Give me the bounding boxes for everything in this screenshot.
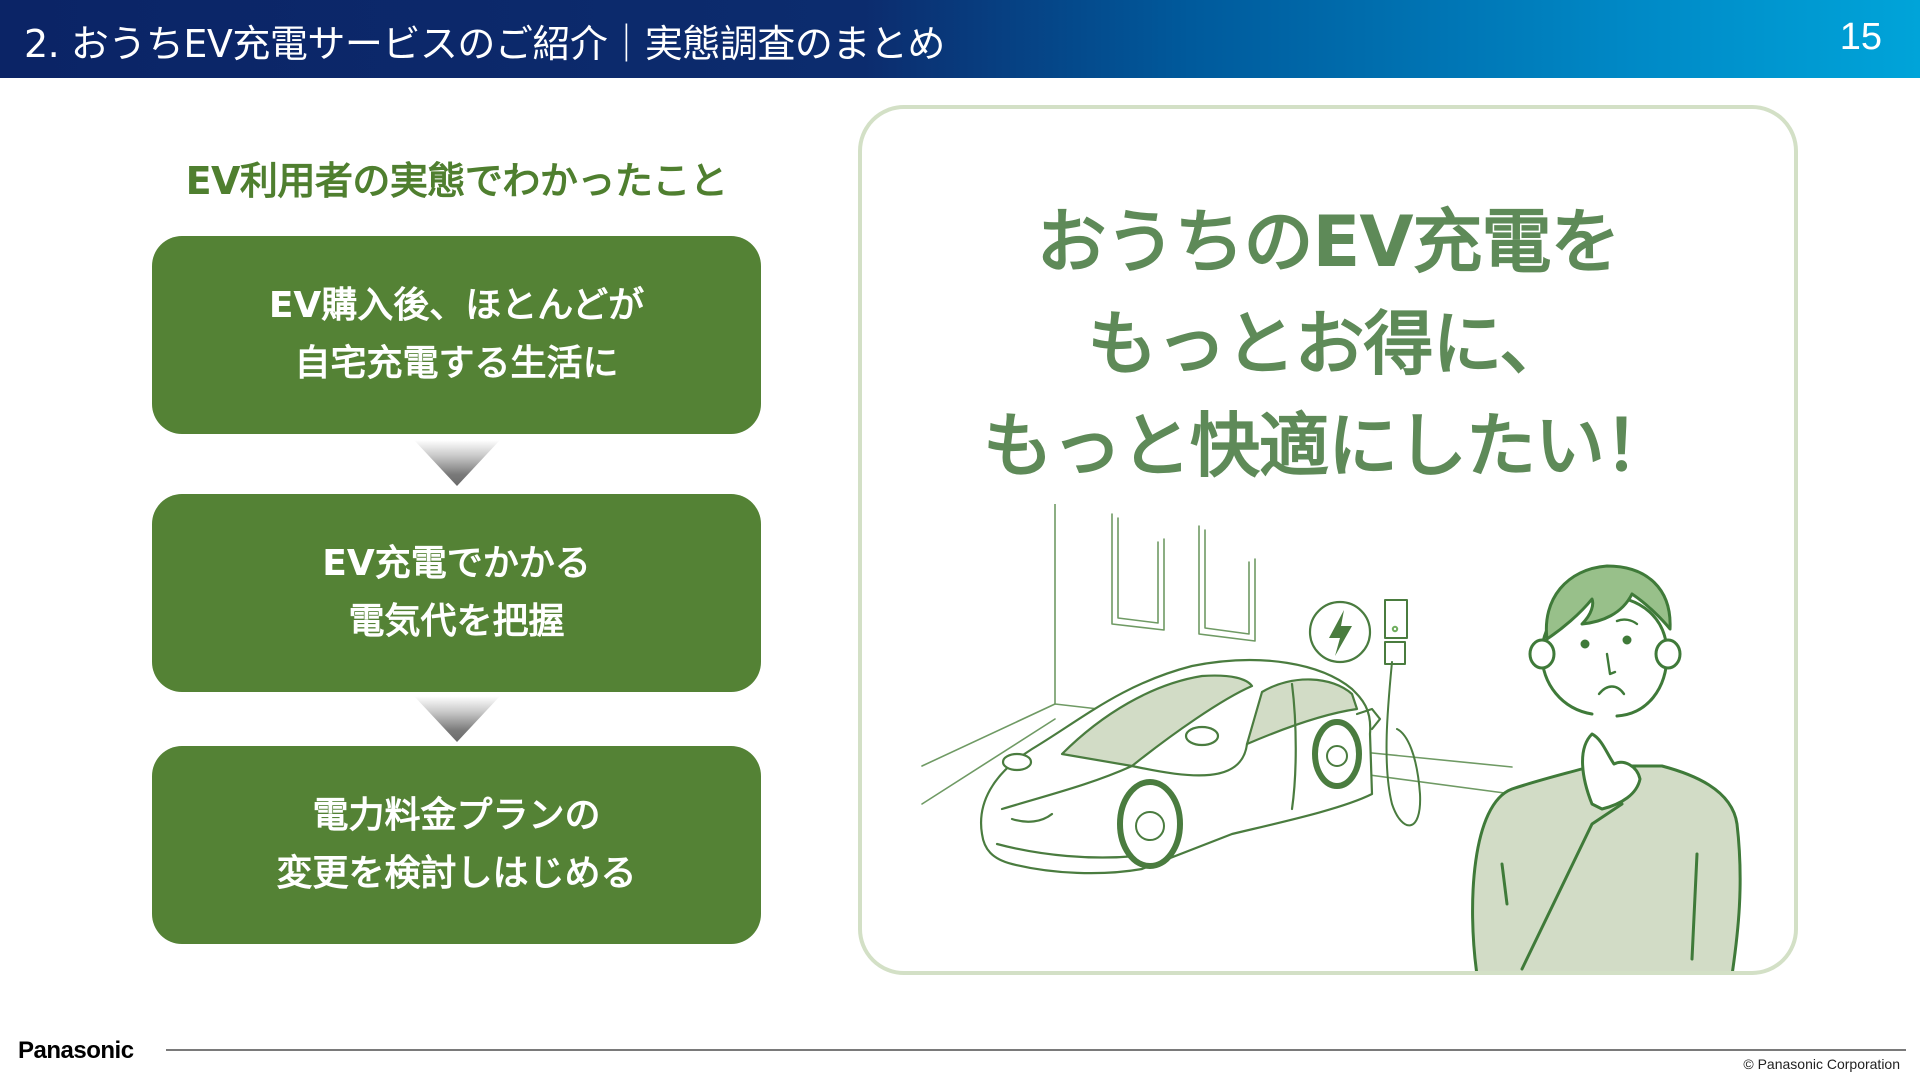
wall-charger-icon: [1384, 599, 1422, 827]
down-arrow-icon: [414, 696, 500, 742]
header-bar: 2. おうちEV充電サービスのご紹介｜実態調査のまとめ 15: [0, 0, 1920, 78]
finding-step-3: 電力料金プランの 変更を検討しはじめる: [152, 746, 761, 944]
message-panel: おうちのEV充電を もっとお得に、 もっと快適にしたい！: [858, 105, 1798, 975]
thinking-person-icon: [1471, 564, 1742, 971]
findings-heading: EV利用者の実態でわかったこと: [185, 159, 728, 203]
step-2-line-1: EV充電でかかる: [322, 543, 591, 584]
panel-message-line-3: もっと快適にしたい！: [983, 405, 1674, 487]
finding-step-1: EV購入後、ほとんどが 自宅充電する生活に: [152, 236, 761, 434]
panel-message-line-2: もっとお得に、: [1087, 303, 1570, 385]
finding-step-2: EV充電でかかる 電気代を把握: [152, 494, 761, 692]
down-arrow-icon: [414, 440, 500, 486]
panel-message-line-1: おうちのEV充電を: [1036, 201, 1621, 283]
page-number: 15: [1839, 16, 1882, 58]
step-1-line-1: EV購入後、ほとんどが: [268, 285, 645, 326]
step-3-line-2: 変更を検討しはじめる: [276, 853, 637, 894]
copyright-text: © Panasonic Corporation: [1743, 1056, 1900, 1072]
ev-home-charging-illustration: [921, 504, 1742, 971]
car-icon: [980, 658, 1382, 875]
step-2-line-2: 電気代を把握: [348, 601, 565, 642]
footer-divider: [166, 1049, 1906, 1051]
page-title: 2. おうちEV充電サービスのご紹介｜実態調査のまとめ: [24, 22, 945, 66]
step-3-line-1: 電力料金プランの: [312, 795, 601, 836]
panasonic-logo: Panasonic: [18, 1037, 134, 1064]
lightning-bolt-icon: [1308, 600, 1372, 664]
step-1-line-2: 自宅充電する生活に: [294, 343, 619, 384]
panel-message: おうちのEV充電を もっとお得に、 もっと快適にしたい！: [862, 191, 1794, 497]
